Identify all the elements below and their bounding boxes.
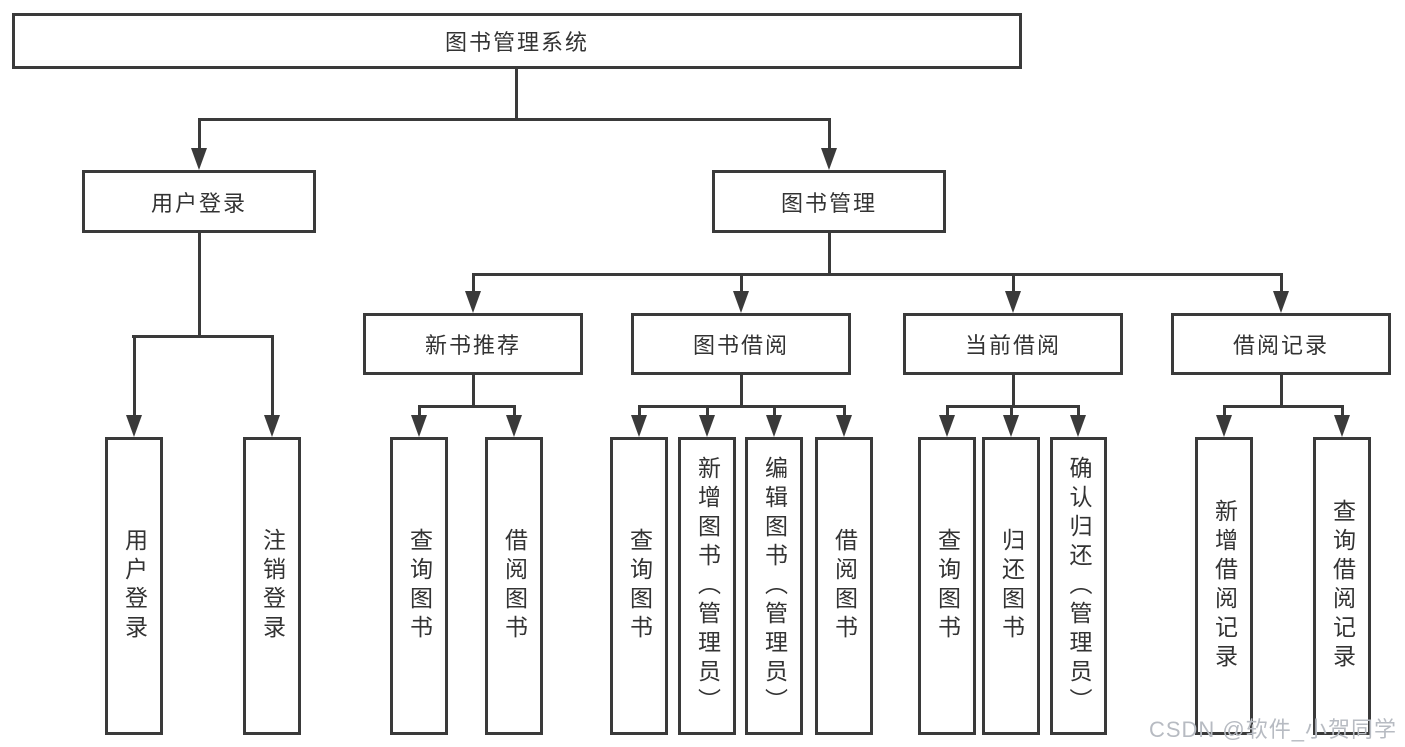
connector-line [773, 405, 776, 417]
connector-line [1010, 405, 1013, 417]
connector-line [133, 335, 136, 417]
connector-line [418, 405, 421, 417]
node-current-borrow: 当前借阅 [903, 313, 1123, 375]
arrowhead-down-icon [411, 415, 427, 437]
leaf-edit-books-admin-label: 编辑图书（管理员） [761, 455, 788, 717]
arrowhead-down-icon [191, 148, 207, 170]
leaf-borrow-books-recommend-label: 借阅图书 [501, 528, 528, 644]
leaf-user-login-label: 用户登录 [121, 528, 148, 644]
connector-line [740, 273, 743, 293]
connector-line [1223, 405, 1226, 417]
arrowhead-down-icon [766, 415, 782, 437]
arrowhead-down-icon [1003, 415, 1019, 437]
arrowhead-down-icon [939, 415, 955, 437]
leaf-return-books: 归还图书 [982, 437, 1040, 735]
connector-line [472, 375, 475, 405]
leaf-query-borrow-record: 查询借阅记录 [1313, 437, 1371, 735]
leaf-query-books-borrow-label: 查询图书 [626, 528, 653, 644]
leaf-borrow-books: 借阅图书 [815, 437, 873, 735]
connector-line [271, 335, 274, 417]
leaf-confirm-return-admin: 确认归还（管理员） [1050, 437, 1107, 735]
arrowhead-down-icon [631, 415, 647, 437]
node-root: 图书管理系统 [12, 13, 1022, 69]
connector-line [1223, 405, 1343, 408]
node-borrow-records-label: 借阅记录 [1232, 333, 1329, 358]
leaf-query-books-current: 查询图书 [918, 437, 976, 735]
arrowhead-down-icon [699, 415, 715, 437]
connector-line [828, 233, 831, 273]
connector-line [828, 118, 831, 150]
leaf-add-borrow-record-label: 新增借阅记录 [1211, 499, 1238, 673]
arrowhead-down-icon [1005, 291, 1021, 313]
leaf-add-borrow-record: 新增借阅记录 [1195, 437, 1253, 735]
node-book-borrow: 图书借阅 [631, 313, 851, 375]
connector-line [198, 233, 201, 335]
connector-line [1012, 273, 1015, 293]
leaf-logout-label: 注销登录 [259, 528, 286, 644]
connector-line [1280, 375, 1283, 405]
node-user-login: 用户登录 [82, 170, 316, 233]
arrowhead-down-icon [1216, 415, 1232, 437]
leaf-add-books-admin-label: 新增图书（管理员） [694, 455, 721, 717]
connector-line [843, 405, 846, 417]
node-book-management-label: 图书管理 [780, 190, 877, 216]
node-book-borrow-label: 图书借阅 [692, 333, 789, 358]
connector-line [740, 375, 743, 405]
node-user-login-label: 用户登录 [150, 190, 247, 216]
connector-line [1341, 405, 1344, 417]
csdn-watermark: CSDN @软件_小贺同学 [1148, 717, 1397, 742]
arrowhead-down-icon [1273, 291, 1289, 313]
arrowhead-down-icon [264, 415, 280, 437]
node-new-book-recommend: 新书推荐 [363, 313, 583, 375]
connector-line [472, 273, 475, 293]
connector-line [1077, 405, 1080, 417]
leaf-borrow-books-label: 借阅图书 [831, 528, 858, 644]
node-root-label: 图书管理系统 [444, 30, 589, 55]
arrowhead-down-icon [465, 291, 481, 313]
leaf-edit-books-admin: 编辑图书（管理员） [745, 437, 803, 735]
connector-line [513, 405, 516, 417]
leaf-query-books-current-label: 查询图书 [934, 528, 961, 644]
arrowhead-down-icon [821, 148, 837, 170]
connector-line [198, 118, 831, 121]
arrowhead-down-icon [126, 415, 142, 437]
connector-line [946, 405, 949, 417]
arrowhead-down-icon [1070, 415, 1086, 437]
node-borrow-records: 借阅记录 [1171, 313, 1391, 375]
arrowhead-down-icon [733, 291, 749, 313]
leaf-query-books-recommend-label: 查询图书 [406, 528, 433, 644]
connector-line [132, 335, 274, 338]
arrowhead-down-icon [506, 415, 522, 437]
connector-line [418, 405, 515, 408]
leaf-borrow-books-recommend: 借阅图书 [485, 437, 543, 735]
node-new-book-recommend-label: 新书推荐 [424, 333, 521, 358]
connector-line [638, 405, 845, 408]
connector-line [198, 118, 201, 150]
leaf-query-books-recommend: 查询图书 [390, 437, 448, 735]
arrowhead-down-icon [1334, 415, 1350, 437]
connector-line [706, 405, 709, 417]
connector-line [1280, 273, 1283, 293]
node-book-management: 图书管理 [712, 170, 946, 233]
leaf-confirm-return-admin-label: 确认归还（管理员） [1066, 455, 1092, 717]
leaf-user-login: 用户登录 [105, 437, 163, 735]
node-current-borrow-label: 当前借阅 [964, 333, 1061, 358]
leaf-return-books-label: 归还图书 [998, 528, 1025, 644]
connector-line [1012, 375, 1015, 405]
connector-line [638, 405, 641, 417]
leaf-logout: 注销登录 [243, 437, 301, 735]
connector-line [472, 273, 1282, 276]
arrowhead-down-icon [836, 415, 852, 437]
leaf-add-books-admin: 新增图书（管理员） [678, 437, 736, 735]
connector-line [515, 69, 518, 118]
leaf-query-borrow-record-label: 查询借阅记录 [1329, 499, 1356, 673]
leaf-query-books-borrow: 查询图书 [610, 437, 668, 735]
